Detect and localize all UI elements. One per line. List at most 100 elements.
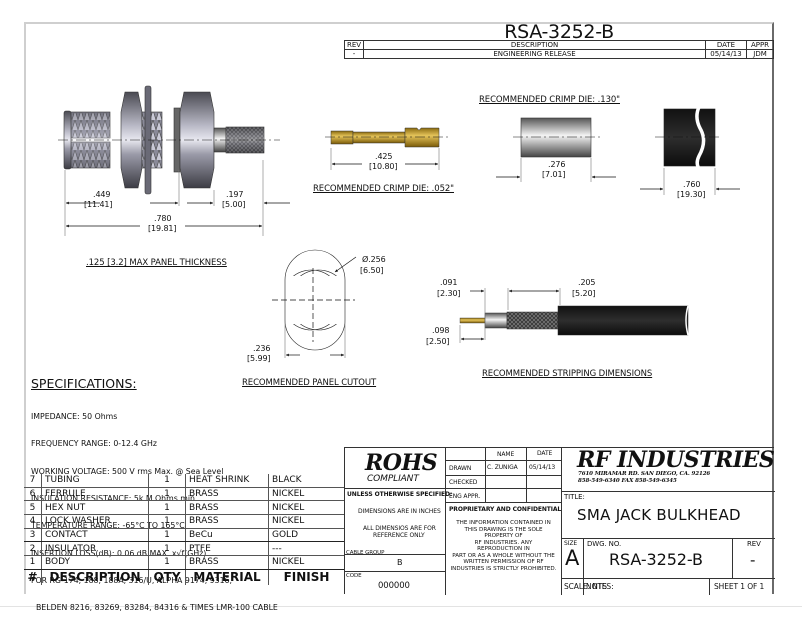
scale: SCALE: NTS bbox=[564, 582, 607, 591]
drawn-date: 05/14/13 bbox=[529, 464, 556, 471]
panel-cutout-label: RECOMMENDED PANEL CUTOUT bbox=[242, 378, 377, 388]
drawing-title: SMA JACK BULKHEAD bbox=[577, 506, 741, 524]
bom-qty: 1 bbox=[148, 474, 186, 488]
drawn-name: C. ZUNIGA bbox=[487, 464, 518, 471]
bom-finish: GOLD bbox=[268, 528, 344, 543]
spec-line: WORKING VOLTAGE: 500 V rms Max. @ Sea Le… bbox=[31, 466, 224, 476]
dim-cutout-diameter-mm: [6.50] bbox=[360, 266, 384, 275]
drawing-sheet-border bbox=[24, 22, 774, 594]
bom-header-description: DESCRIPTION bbox=[41, 569, 149, 585]
bom-header-num: # bbox=[24, 569, 42, 585]
ferrule-crimp-die-label: RECOMMENDED CRIMP DIE: .130" bbox=[479, 95, 620, 105]
bom-header-finish: FINISH bbox=[283, 570, 330, 585]
bom-qty: 1 bbox=[148, 514, 186, 529]
dim-cutout-flat: .236 bbox=[253, 344, 271, 353]
bom-finish: --- bbox=[268, 541, 344, 557]
notice-line: THE INFORMATION CONTAINED IN bbox=[456, 520, 551, 526]
revision-table: REV DESCRIPTION DATE APPR - ENGINEERING … bbox=[343, 40, 774, 59]
proprietary-title: PROPRIETARY AND CONFIDENTIAL bbox=[449, 506, 562, 513]
tubing-view bbox=[640, 106, 740, 195]
rev-label: REV bbox=[747, 540, 761, 548]
drawing-number-header: RSA-3252-B bbox=[504, 21, 614, 43]
ferrule-view bbox=[496, 117, 616, 182]
bom-material: BRASS bbox=[185, 500, 269, 516]
notice-line: RF INDUSTRIES. ANY bbox=[474, 539, 533, 546]
dim-ferrule-length-mm: [7.01] bbox=[542, 170, 566, 179]
notice-line: WRITTEN PERMISSION OF RF bbox=[463, 559, 544, 565]
notice-line: THIS DRAWING IS THE SOLE bbox=[464, 526, 543, 533]
date-header: DATE bbox=[537, 450, 553, 457]
notice-line: PROPERTY OF bbox=[484, 533, 523, 539]
dim-braid: .205 bbox=[578, 278, 596, 287]
bom-finish: NICKEL bbox=[268, 555, 344, 570]
reference-line1: ALL DIMENSIOS ARE FOR bbox=[363, 525, 436, 532]
proprietary-notice: THE INFORMATION CONTAINED IN THIS DRAWIN… bbox=[446, 520, 561, 572]
bom-finish: BLACK bbox=[268, 474, 344, 488]
dim-ferrule: .197 bbox=[226, 190, 244, 199]
bom-qty: 1 bbox=[148, 541, 186, 557]
spec-line: BELDEN 8216, 83269, 83284, 84316 & TIMES… bbox=[31, 603, 278, 613]
connector-side-view bbox=[58, 85, 290, 236]
dim-body-mm: [11.41] bbox=[84, 200, 113, 209]
stripping-label: RECOMMENDED STRIPPING DIMENSIONS bbox=[482, 369, 653, 379]
dim-ferrule-length: .276 bbox=[548, 160, 566, 169]
bom-qty: 1 bbox=[148, 487, 186, 502]
sheet-count: SHEET 1 OF 1 bbox=[714, 582, 765, 591]
bom-finish: NICKEL bbox=[268, 514, 344, 529]
bom-header-material: MATERIAL bbox=[185, 569, 269, 585]
bom-num: 1 bbox=[24, 555, 42, 570]
bom-description: BODY bbox=[41, 555, 149, 570]
dim-ferrule-mm: [5.00] bbox=[222, 200, 246, 209]
bom-qty: 1 bbox=[148, 500, 186, 516]
page-bottom-rule bbox=[0, 606, 802, 607]
bom-description: INSULATOR bbox=[41, 541, 149, 557]
eng-appr-label: ENG APPR. bbox=[449, 493, 481, 500]
code-label: CODE bbox=[346, 573, 362, 579]
code-value: 000000 bbox=[378, 581, 410, 591]
company-address: 7610 MIRAMAR RD. SAN DIEGO, CA. 92126 bbox=[578, 471, 711, 477]
notice-line: REPRODUCTION IN bbox=[477, 546, 530, 552]
bom-description: FERRULE bbox=[41, 487, 149, 502]
contact-view bbox=[325, 127, 448, 170]
bom-qty: 1 bbox=[148, 555, 186, 570]
dim-cutout-diameter: Ø.256 bbox=[362, 255, 386, 264]
specifications-title: SPECIFICATIONS: bbox=[31, 376, 137, 391]
dim-cutout-flat-mm: [5.99] bbox=[247, 354, 271, 363]
dim-overall: .780 bbox=[154, 214, 172, 223]
dim-contact: .425 bbox=[375, 152, 393, 161]
unless-specified: UNLESS OTHERWISE SPECIFIED: bbox=[347, 491, 453, 498]
bom-material: HEAT SHRINK bbox=[185, 474, 269, 488]
bom-material: BRASS bbox=[185, 555, 269, 570]
contact-crimp-die-label: RECOMMENDED CRIMP DIE: .052" bbox=[313, 184, 454, 194]
dimensions-in-inches: DIMENSIONS ARE IN INCHES bbox=[358, 508, 441, 515]
spec-line: FREQUENCY RANGE: 0-12.4 GHz bbox=[31, 439, 157, 449]
stripping-view bbox=[459, 288, 689, 343]
dim-contact-mm: [10.80] bbox=[369, 162, 398, 171]
dim-tubing: .760 bbox=[683, 180, 701, 189]
notes-label: NOTES: bbox=[586, 582, 614, 591]
size-label: SIZE bbox=[564, 540, 578, 547]
spec-line: IMPEDANCE: 50 Ohms bbox=[31, 412, 118, 422]
panel-cutout-view bbox=[272, 249, 357, 358]
reference-line2: REFERENCE ONLY bbox=[373, 532, 425, 539]
bom-finish: NICKEL bbox=[268, 487, 344, 502]
bom-qty: 1 bbox=[148, 528, 186, 543]
bom-num: 4 bbox=[24, 514, 42, 529]
bom-material: BRASS bbox=[185, 487, 269, 502]
bom-description: CONTACT bbox=[41, 528, 149, 543]
bom-num: 5 bbox=[24, 500, 42, 516]
dwg-no-label: DWG. NO. bbox=[587, 540, 622, 548]
size-value: A bbox=[565, 546, 580, 570]
bom-material: PTFE bbox=[185, 541, 269, 557]
dim-overall-mm: [19.81] bbox=[148, 224, 177, 233]
